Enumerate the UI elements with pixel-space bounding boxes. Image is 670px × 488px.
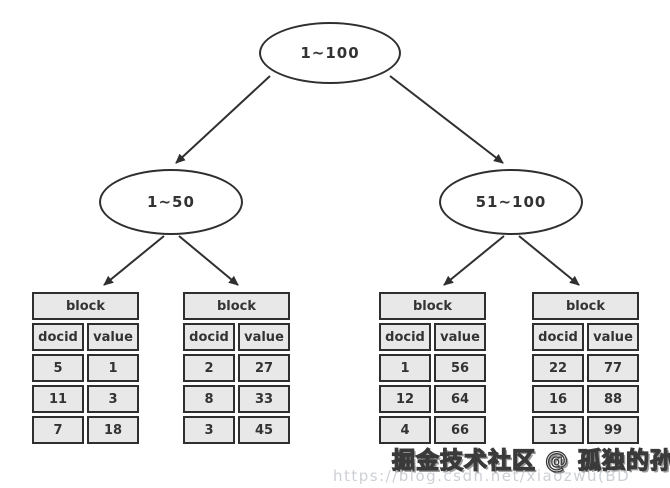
column-header-docid: docid — [183, 323, 235, 351]
docid-cell: 22 — [532, 354, 584, 382]
table-row: 7 18 — [32, 416, 139, 444]
docid-cell: 11 — [32, 385, 84, 413]
tree-node-left-child: 1~50 — [99, 169, 243, 235]
docid-cell: 8 — [183, 385, 235, 413]
docid-cell: 1 — [379, 354, 431, 382]
edge-root-to-left — [175, 75, 271, 164]
column-header-value: value — [238, 323, 290, 351]
value-cell: 1 — [87, 354, 139, 382]
watermark-url-text: https://blog.csdn.net/xiaozwu(BD — [333, 467, 631, 485]
table-row: 3 45 — [183, 416, 290, 444]
docid-cell: 7 — [32, 416, 84, 444]
table-row: 12 64 — [379, 385, 486, 413]
block-title: block — [183, 292, 290, 320]
block-table-4: block docid value 22 77 16 88 13 99 — [529, 289, 642, 447]
column-header-value: value — [587, 323, 639, 351]
table-row: 1 56 — [379, 354, 486, 382]
block-table-2: block docid value 2 27 8 33 3 45 — [180, 289, 293, 447]
value-cell: 64 — [434, 385, 486, 413]
value-cell: 33 — [238, 385, 290, 413]
table-row: 13 99 — [532, 416, 639, 444]
value-cell: 3 — [87, 385, 139, 413]
value-cell: 27 — [238, 354, 290, 382]
table-row: 11 3 — [32, 385, 139, 413]
value-cell: 77 — [587, 354, 639, 382]
table-row: 22 77 — [532, 354, 639, 382]
block-table-3: block docid value 1 56 12 64 4 66 — [376, 289, 489, 447]
value-cell: 66 — [434, 416, 486, 444]
docid-cell: 2 — [183, 354, 235, 382]
block-title: block — [379, 292, 486, 320]
column-header-docid: docid — [32, 323, 84, 351]
column-header-docid: docid — [379, 323, 431, 351]
docid-cell: 3 — [183, 416, 235, 444]
value-cell: 18 — [87, 416, 139, 444]
edge-left-to-block2 — [178, 235, 239, 286]
value-cell: 45 — [238, 416, 290, 444]
table-row: 4 66 — [379, 416, 486, 444]
column-header-docid: docid — [532, 323, 584, 351]
watermark-community-text: 掘金技术社区 @ 孤独的孙大炮 — [391, 447, 670, 474]
tree-node-root: 1~100 — [259, 22, 401, 84]
block-table-1: block docid value 5 1 11 3 7 18 — [29, 289, 142, 447]
docid-cell: 13 — [532, 416, 584, 444]
edge-right-to-block4 — [518, 235, 580, 286]
block-title: block — [532, 292, 639, 320]
tree-node-right-child: 51~100 — [439, 169, 583, 235]
edge-right-to-block3 — [443, 235, 505, 286]
table-row: 2 27 — [183, 354, 290, 382]
docid-cell: 5 — [32, 354, 84, 382]
edge-root-to-right — [389, 75, 504, 164]
value-cell: 56 — [434, 354, 486, 382]
table-row: 16 88 — [532, 385, 639, 413]
column-header-value: value — [434, 323, 486, 351]
block-title: block — [32, 292, 139, 320]
edge-left-to-block1 — [103, 235, 165, 286]
value-cell: 99 — [587, 416, 639, 444]
docid-cell: 16 — [532, 385, 584, 413]
docid-cell: 12 — [379, 385, 431, 413]
table-row: 5 1 — [32, 354, 139, 382]
column-header-value: value — [87, 323, 139, 351]
table-row: 8 33 — [183, 385, 290, 413]
docid-cell: 4 — [379, 416, 431, 444]
value-cell: 88 — [587, 385, 639, 413]
